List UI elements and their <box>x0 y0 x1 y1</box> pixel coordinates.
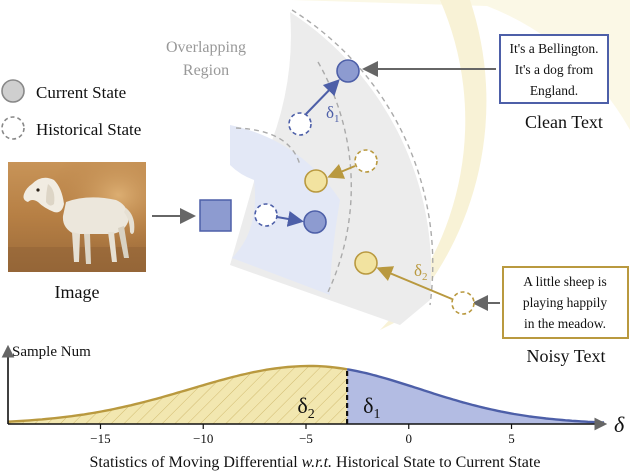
region-delta1-curve <box>346 368 605 424</box>
chart-x-axis-label-part2: Historical State to Current State <box>332 454 540 471</box>
region-delta2-label-symbol: δ <box>297 393 307 418</box>
delta2-symbol: δ <box>414 261 422 280</box>
legend-historical-swatch <box>1 116 25 140</box>
image-state-transition <box>254 203 327 234</box>
clean-state-transition: δ1 <box>288 59 360 136</box>
historical-state-image <box>254 203 278 227</box>
clean-text-line1: It's a Bellington. <box>509 41 598 56</box>
clean-text-line3: England. <box>530 83 578 98</box>
overlap-boundary-outer <box>291 9 434 306</box>
legend: Current State Historical State <box>1 79 141 140</box>
noisy-text-frame <box>502 266 629 339</box>
dog-picture <box>8 162 146 272</box>
x-tick-label: −5 <box>299 431 313 446</box>
noisy-upper-arrow <box>327 164 356 179</box>
current-state-noisy-lower <box>354 251 378 275</box>
delta1-arrow <box>305 79 340 115</box>
region-delta2-curve <box>7 364 348 423</box>
legend-current-swatch <box>1 79 25 103</box>
x-tick-label: −15 <box>90 431 110 446</box>
region-delta1-fill <box>347 369 604 424</box>
x-tick-label: 0 <box>406 431 413 446</box>
chart-axis-symbol: δ <box>614 412 625 437</box>
dog-image <box>8 162 146 272</box>
x-tick-label: −10 <box>193 431 213 446</box>
chart-x-axis-label: Statistics of Moving Differential w.r.t.… <box>90 454 541 471</box>
clean-text-box: It's a Bellington. It's a dog from Engla… <box>499 34 609 104</box>
clean-text-line2: It's a dog from <box>515 62 594 77</box>
region-delta2-hatch <box>8 366 348 424</box>
chart-ticks: −15 −10 −5 0 5 <box>90 424 515 446</box>
historical-state-noisy-lower <box>451 291 475 315</box>
delta2-subscript: 2 <box>422 271 428 283</box>
image-label: Image <box>55 282 100 302</box>
legend-current-label: Current State <box>36 83 126 102</box>
region-delta1-label-symbol: δ <box>363 393 373 418</box>
delta2-label: δ2 <box>414 261 428 283</box>
chart-x-axis-label-wrt: w.r.t. <box>302 454 332 471</box>
current-state-image <box>303 210 327 234</box>
region-delta1-label-subscript: 1 <box>373 407 380 422</box>
delta1-label: δ1 <box>326 103 340 125</box>
region-delta2-label-subscript: 2 <box>308 407 315 422</box>
current-state-noisy-upper <box>304 169 328 193</box>
delta2-arrow <box>376 266 453 300</box>
noisy-text-line1: A little sheep is <box>523 274 607 289</box>
image-embedding-square <box>199 199 232 232</box>
noisy-state-transition-upper <box>304 149 378 193</box>
region-delta2-label: δ2 <box>297 393 314 422</box>
legend-historical-label: Historical State <box>36 120 141 139</box>
noisy-text-box: A little sheep is playing happily in the… <box>502 266 629 339</box>
delta1-symbol: δ <box>326 103 334 122</box>
noisy-text-line2: playing happily <box>523 295 608 310</box>
historical-state-clean <box>288 112 312 136</box>
image-state-arrow <box>276 211 304 227</box>
x-tick-label: 5 <box>508 431 515 446</box>
overlap-label-line1: Overlapping <box>166 39 246 56</box>
chart-y-axis-label: Sample Num <box>12 344 91 360</box>
noisy-text-caption: Noisy Text <box>527 346 606 366</box>
noisy-text-line3: in the meadow. <box>524 316 606 331</box>
region-delta1-label: δ1 <box>363 393 380 422</box>
current-state-clean <box>336 59 360 83</box>
overlap-label-line2: Region <box>183 62 229 79</box>
noisy-region-band <box>380 0 487 330</box>
chart-x-axis-label-part1: Statistics of Moving Differential <box>90 454 302 471</box>
image-region-sector <box>230 125 340 295</box>
noisy-state-transition-lower: δ2 <box>354 251 475 315</box>
overlap-boundary-inner <box>235 127 301 166</box>
clean-region-sector <box>292 0 630 130</box>
clean-text-frame <box>499 34 609 104</box>
historical-state-noisy-upper <box>354 149 378 173</box>
clean-text-caption: Clean Text <box>525 112 603 132</box>
delta1-subscript: 1 <box>334 113 340 125</box>
